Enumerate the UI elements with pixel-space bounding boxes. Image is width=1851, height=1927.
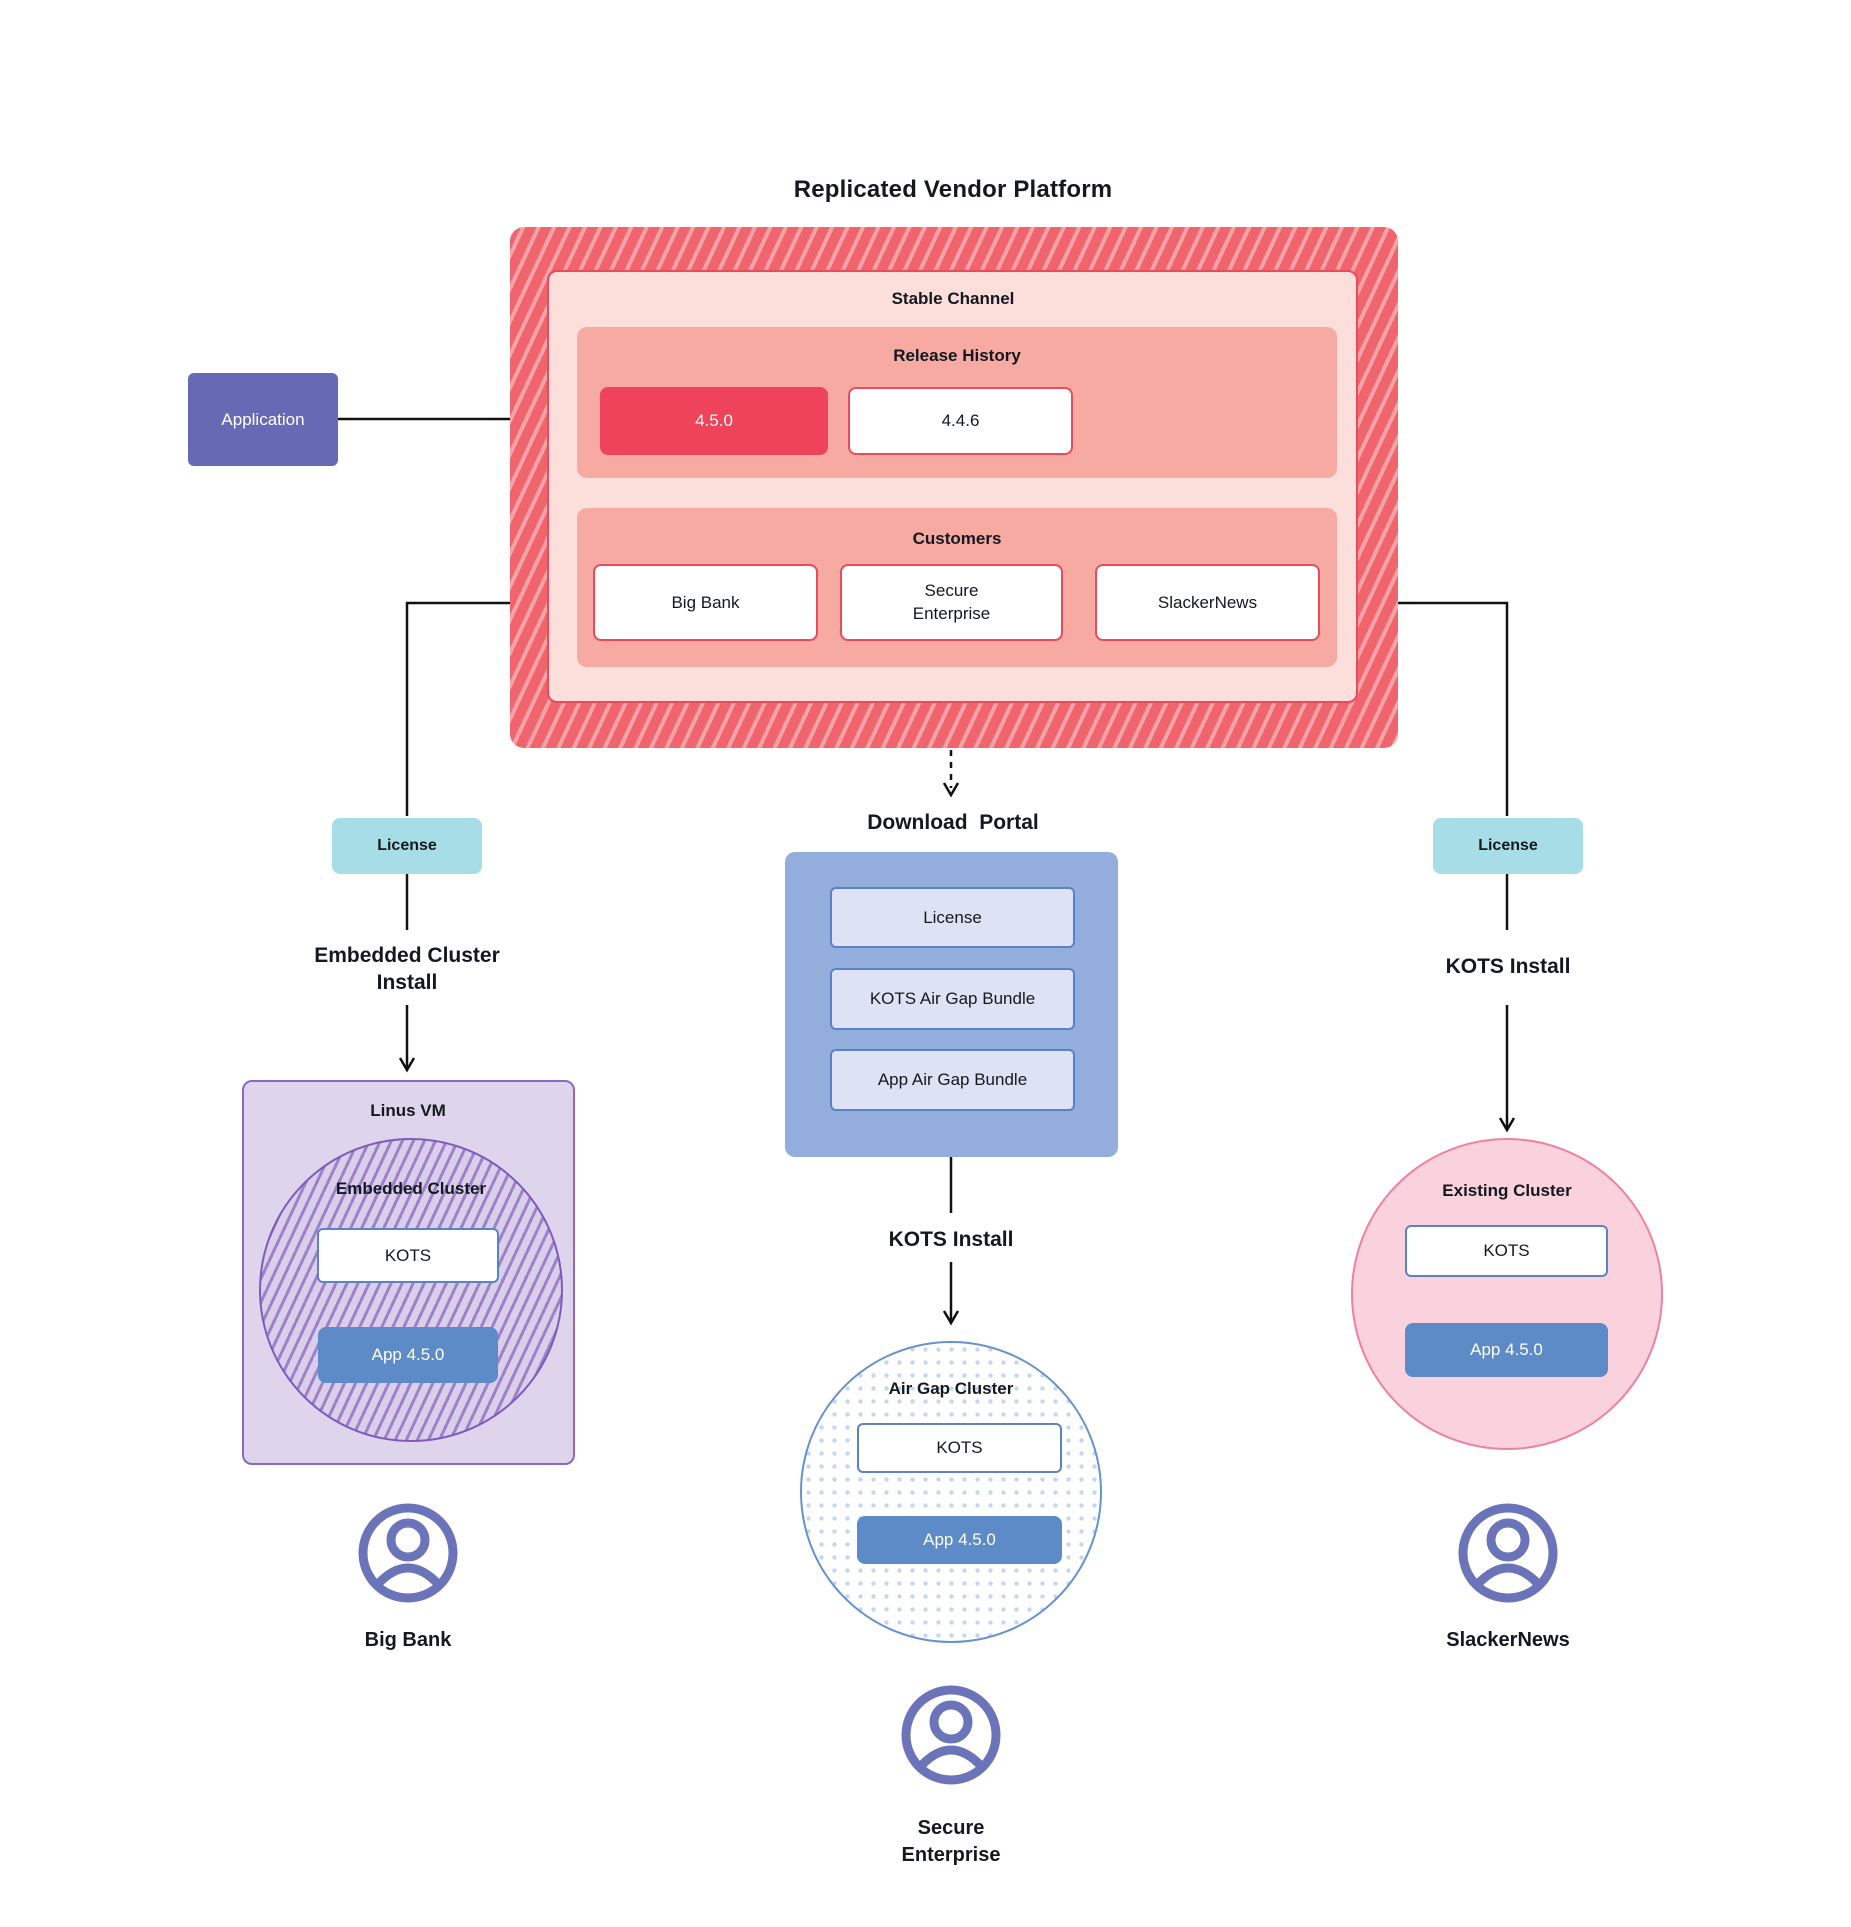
existing-cluster-circle bbox=[1351, 1138, 1663, 1450]
existing-cluster-label: Existing Cluster bbox=[1442, 1181, 1572, 1200]
license-chip-left: License bbox=[332, 818, 482, 874]
customers-label: Customers bbox=[912, 529, 1002, 548]
download-portal-title: Download Portal bbox=[867, 811, 1039, 835]
app-box-right: App 4.5.0 bbox=[1405, 1323, 1608, 1377]
application-box: Application bbox=[188, 373, 338, 466]
app-box-left: App 4.5.0 bbox=[318, 1327, 498, 1383]
page-title: Replicated Vendor Platform bbox=[793, 176, 1113, 203]
stable-channel-label: Stable Channel bbox=[891, 289, 1015, 308]
user-icon-big-bank bbox=[358, 1503, 458, 1603]
user-name-big-bank: Big Bank bbox=[364, 1628, 452, 1651]
kots-install-label-right: KOTS Install bbox=[1445, 955, 1571, 979]
release-version-current: 4.5.0 bbox=[600, 387, 828, 455]
embedded-cluster-circle bbox=[259, 1138, 563, 1442]
arrowhead-vm bbox=[398, 1057, 416, 1073]
air-gap-cluster-circle bbox=[800, 1341, 1102, 1643]
embedded-cluster-install-label: Embedded Cluster Install bbox=[314, 943, 500, 994]
portal-item-kots-bundle: KOTS Air Gap Bundle bbox=[830, 968, 1075, 1030]
release-version-previous: 4.4.6 bbox=[848, 387, 1073, 455]
customer-big-bank: Big Bank bbox=[593, 564, 818, 641]
arrowhead-portal bbox=[942, 782, 960, 798]
customer-secure-enterprise: Secure Enterprise bbox=[840, 564, 1063, 641]
customer-slackernews: SlackerNews bbox=[1095, 564, 1320, 641]
kots-box-left: KOTS bbox=[317, 1228, 499, 1283]
linus-vm-label: Linus VM bbox=[370, 1101, 446, 1120]
portal-item-app-bundle: App Air Gap Bundle bbox=[830, 1049, 1075, 1111]
release-history-label: Release History bbox=[893, 346, 1021, 365]
kots-box-middle: KOTS bbox=[857, 1423, 1062, 1473]
arrowhead-airgap bbox=[942, 1310, 960, 1326]
kots-install-label-middle: KOTS Install bbox=[888, 1228, 1014, 1252]
kots-box-right: KOTS bbox=[1405, 1225, 1608, 1277]
license-chip-right: License bbox=[1433, 818, 1583, 874]
embedded-cluster-label: Embedded Cluster bbox=[335, 1179, 487, 1198]
user-name-secure-enterprise: Secure Enterprise bbox=[901, 1817, 1001, 1866]
portal-item-license: License bbox=[830, 887, 1075, 948]
air-gap-cluster-label: Air Gap Cluster bbox=[888, 1379, 1014, 1398]
arrowhead-existing bbox=[1498, 1117, 1516, 1133]
user-icon-slackernews bbox=[1458, 1503, 1558, 1603]
app-box-middle: App 4.5.0 bbox=[857, 1516, 1062, 1564]
user-name-slackernews: SlackerNews bbox=[1446, 1628, 1570, 1651]
user-icon-secure-enterprise bbox=[901, 1685, 1001, 1785]
